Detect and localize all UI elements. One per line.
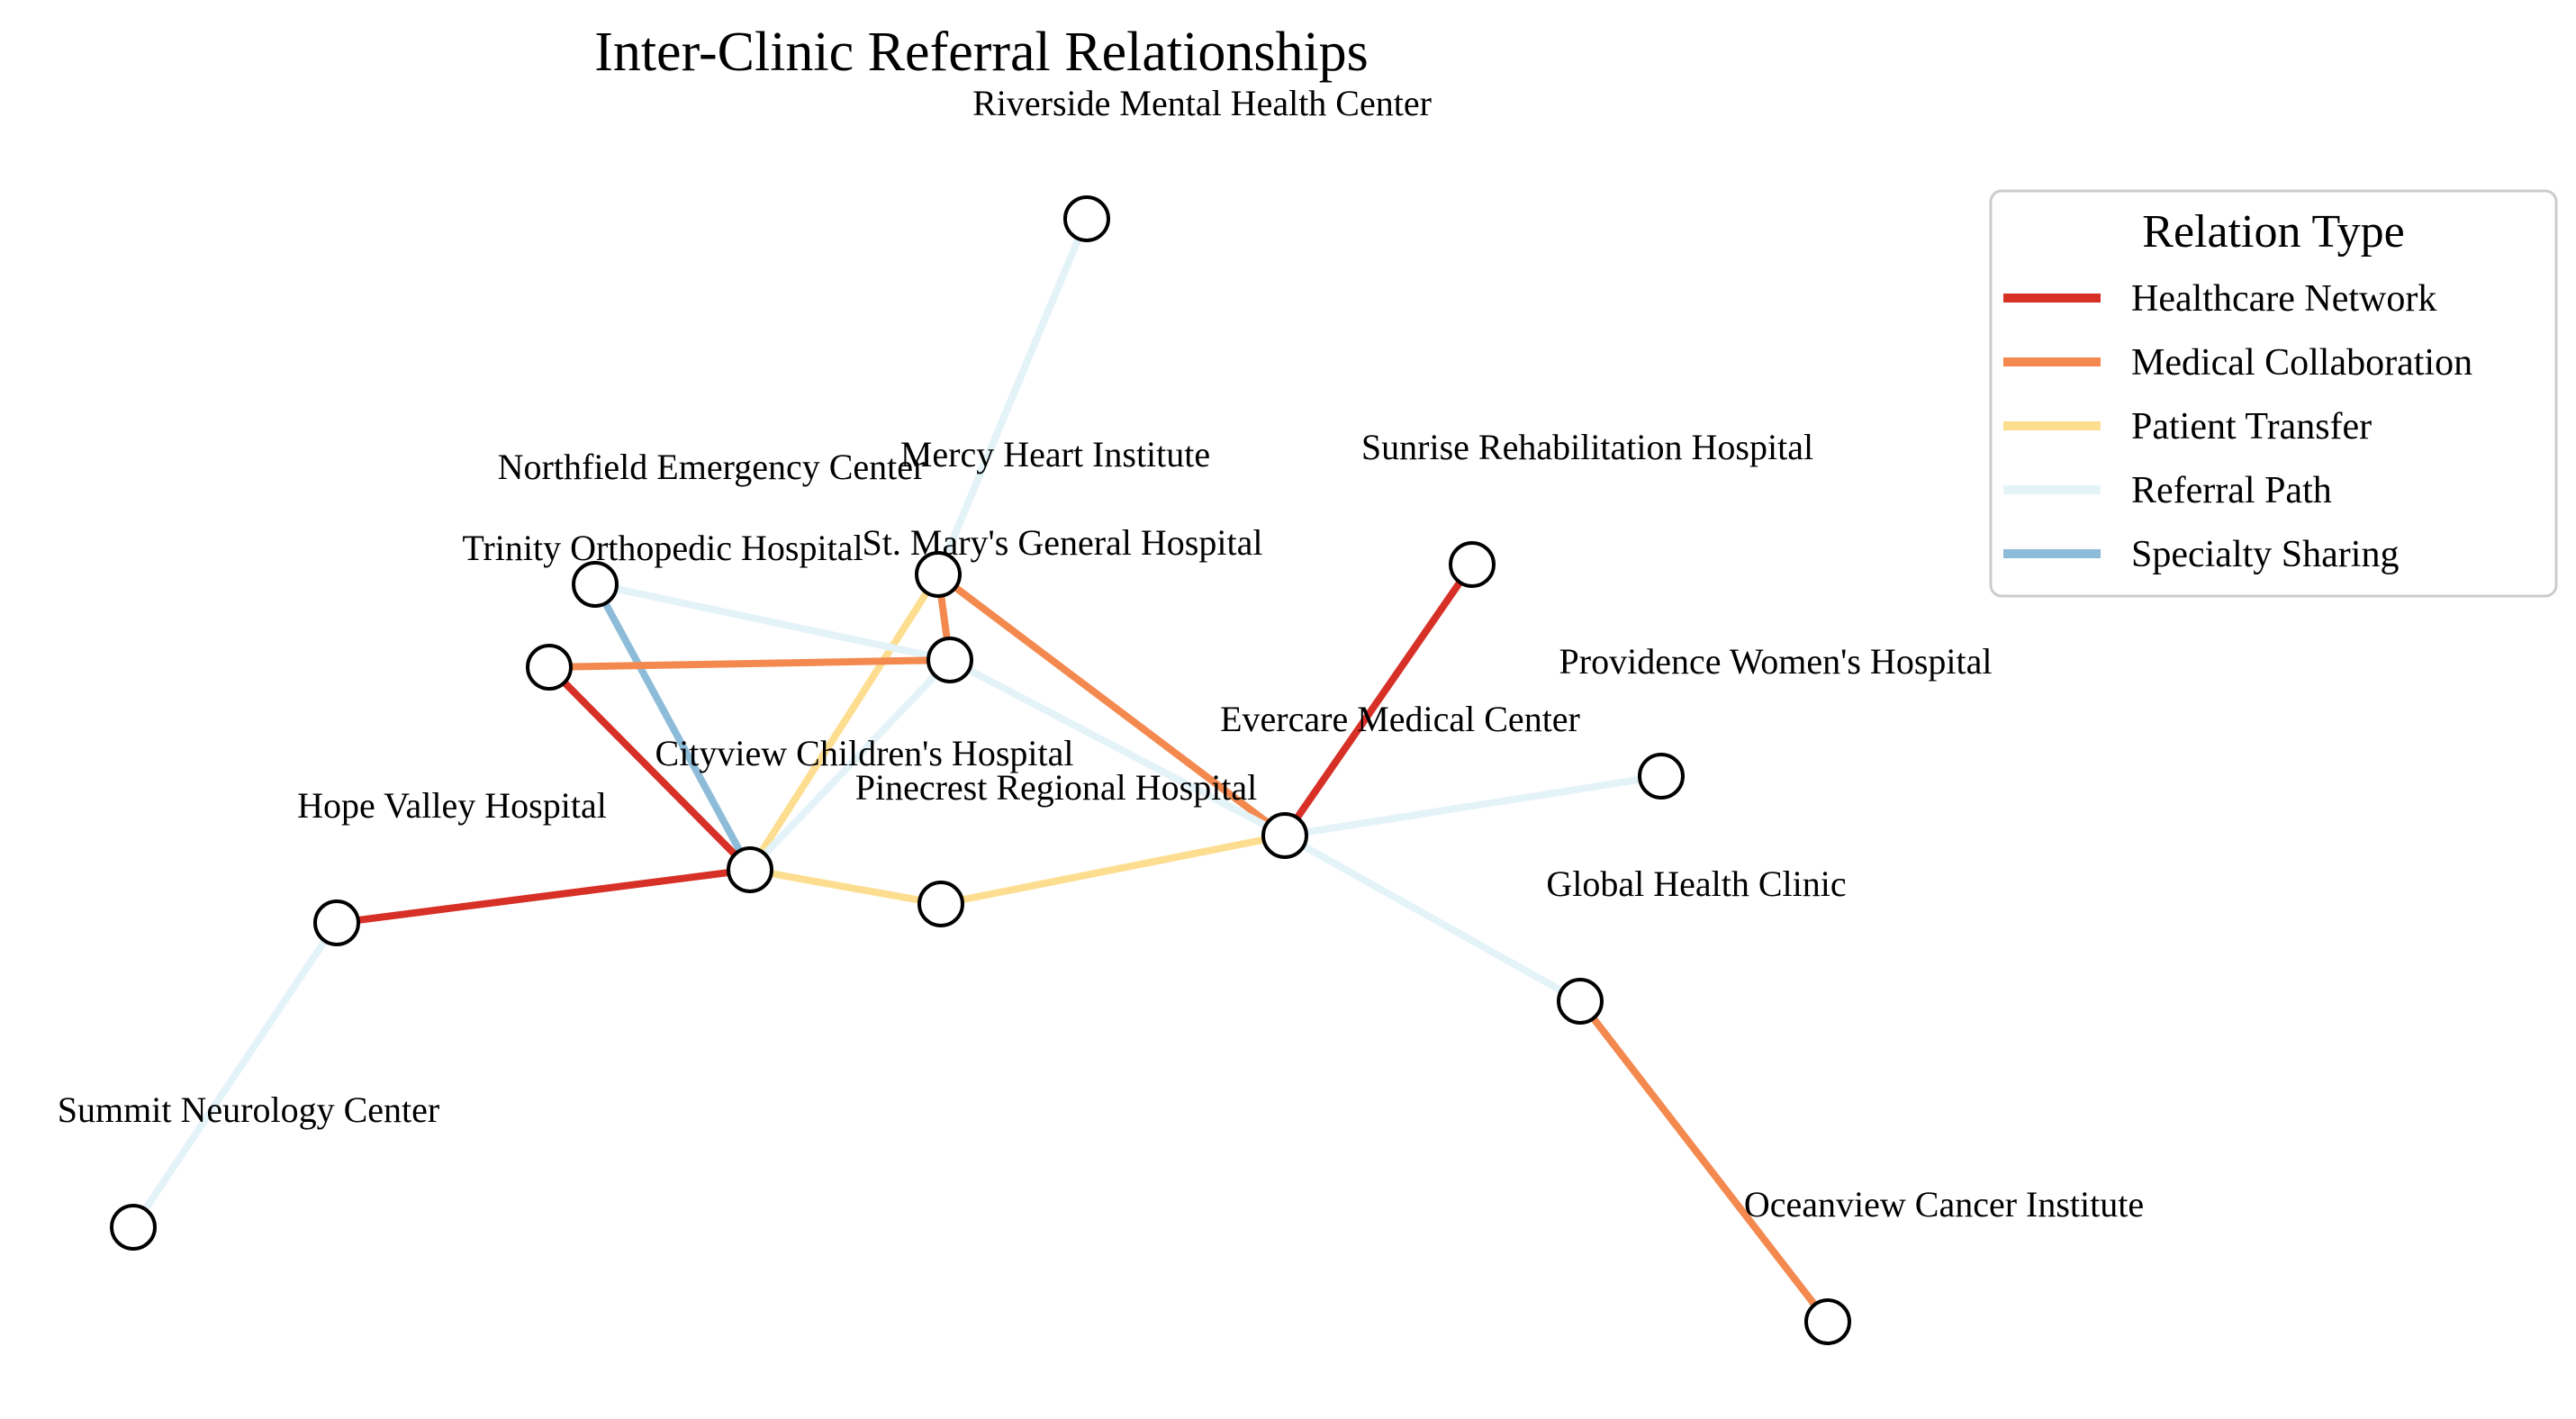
node-global	[1557, 978, 1604, 1025]
edge-evercare-global-referral-path	[1283, 832, 1582, 1005]
node-label-hopevalley: Hope Valley Hospital	[297, 785, 607, 826]
node-riverside	[1063, 195, 1110, 242]
edge-mercy-evercare-medical-collaboration	[935, 571, 1288, 839]
edge-cityview-pinecrest-patient-transfer	[749, 866, 942, 908]
node-label-cityview: Cityview Children's Hospital	[655, 733, 1074, 773]
edge-stmarys-evercare-referral-path	[948, 656, 1287, 839]
node-pinecrest	[917, 881, 964, 927]
legend-item-patient-transfer: Patient Transfer	[2003, 406, 2372, 447]
node-oceanview	[1804, 1298, 1851, 1345]
legend-title: Relation Type	[2142, 206, 2404, 258]
legend-label-specialty-sharing: Specialty Sharing	[2131, 534, 2399, 575]
legend-label-referral-path: Referral Path	[2131, 470, 2332, 511]
edge-northfield-stmarys-referral-path	[594, 581, 951, 664]
edge-stmarys-cityview-referral-path	[747, 657, 953, 872]
node-stmarys	[926, 637, 973, 683]
edge-global-oceanview-medical-collaboration	[1577, 999, 1831, 1324]
node-label-summit: Summit Neurology Center	[58, 1089, 439, 1130]
node-sunrise	[1449, 541, 1496, 588]
node-hopevalley	[313, 899, 360, 946]
node-label-riverside: Riverside Mental Health Center	[972, 83, 1432, 123]
legend-frame	[1989, 189, 2558, 598]
node-label-mercy: Mercy Heart Institute	[900, 434, 1210, 475]
node-label-stmarys: St. Mary's General Hospital	[863, 522, 1263, 563]
node-summit	[110, 1204, 157, 1251]
node-evercare	[1261, 812, 1308, 859]
legend-label-patient-transfer: Patient Transfer	[2131, 406, 2372, 447]
edge-trinity-stmarys-medical-collaboration	[548, 656, 951, 671]
node-label-trinity: Trinity Orthopedic Hospital	[462, 528, 863, 568]
legend-item-referral-path: Referral Path	[2003, 470, 2332, 511]
legend-item-specialty-sharing: Specialty Sharing	[2003, 534, 2399, 575]
edge-northfield-cityview-specialty-sharing	[592, 583, 754, 872]
node-label-sunrise: Sunrise Rehabilitation Hospital	[1361, 427, 1813, 467]
node-mercy	[915, 551, 962, 598]
legend-item-healthcare-network: Healthcare Network	[2003, 278, 2436, 320]
edge-hopevalley-summit-referral-path	[130, 920, 340, 1230]
node-providence	[1638, 753, 1685, 800]
node-cityview	[727, 846, 773, 893]
node-label-oceanview: Oceanview Cancer Institute	[1744, 1184, 2144, 1225]
edge-sunrise-evercare-healthcare-network	[1281, 562, 1476, 838]
node-label-evercare: Evercare Medical Center	[1220, 699, 1580, 739]
legend-item-medical-collaboration: Medical Collaboration	[2003, 342, 2472, 384]
edge-mercy-cityview-patient-transfer	[746, 572, 942, 872]
legend-label-medical-collaboration: Medical Collaboration	[2131, 342, 2472, 384]
node-label-northfield: Northfield Emergency Center	[498, 447, 926, 487]
legend: Relation Type Healthcare NetworkMedical …	[1989, 189, 2558, 598]
edge-evercare-providence-referral-path	[1284, 773, 1662, 839]
node-label-global: Global Health Clinic	[1546, 863, 1846, 904]
node-northfield	[572, 561, 619, 608]
node-label-pinecrest: Pinecrest Regional Hospital	[855, 767, 1258, 808]
diagram-title: Inter-Clinic Referral Relationships	[594, 22, 1369, 83]
edge-riverside-mercy-referral-path	[935, 217, 1090, 576]
edge-trinity-cityview-healthcare-network	[547, 664, 753, 872]
node-label-providence: Providence Women's Hospital	[1559, 641, 1993, 682]
edge-hopevalley-cityview-healthcare-network	[336, 866, 751, 926]
node-trinity	[526, 644, 573, 691]
edges-layer	[130, 217, 1831, 1324]
legend-label-healthcare-network: Healthcare Network	[2131, 278, 2436, 320]
edge-pinecrest-evercare-patient-transfer	[940, 832, 1286, 908]
